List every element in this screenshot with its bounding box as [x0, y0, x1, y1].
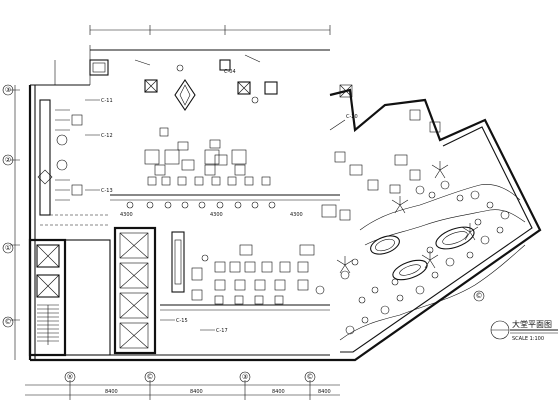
- stair-core: [28, 238, 111, 357]
- drawing-title: 大堂平面图: [512, 319, 552, 329]
- drawing-title-block: 大堂平面图 SCALE 1:100: [490, 319, 558, 342]
- callout-label: C-12: [101, 133, 113, 139]
- dim-label: 4300: [120, 212, 133, 218]
- grid-bubble-label: ®: [67, 373, 74, 381]
- elevator-block: [113, 226, 185, 355]
- top-fixtures: [89, 54, 278, 111]
- callout-label: C-15: [176, 318, 188, 324]
- grid-bubble-label: ③: [5, 86, 11, 94]
- lounge-seating: [144, 127, 247, 176]
- grid-bubble-label: ©: [476, 292, 483, 300]
- callout-label: C-20: [346, 114, 358, 120]
- callout-label: C-04: [224, 69, 236, 75]
- callout-labels: C-11 C-12 C-13 C-15 C-17 C-20 C-04: [101, 69, 358, 334]
- left-column-details: [37, 99, 110, 226]
- grid-bubble-label: ©: [5, 318, 12, 326]
- callout-leaders: [85, 99, 346, 331]
- dim-label: 8400: [318, 389, 331, 395]
- callout-label: C-13: [101, 188, 113, 194]
- callout-label: C-11: [101, 98, 113, 104]
- grid-bubble-label: ②: [5, 156, 11, 164]
- lower-seating: [191, 244, 325, 305]
- exterior-walls: [28, 45, 542, 362]
- grid-bubbles-bottom: ® © ③ ©: [64, 371, 316, 383]
- dim-label: 8400: [105, 389, 118, 395]
- grid-bubbles-left: ③ ② ① ©: [2, 84, 14, 328]
- drawing-scale: SCALE 1:100: [512, 336, 544, 342]
- grid-bubble-label: ①: [5, 244, 11, 252]
- grid-bubble-label: ©: [307, 373, 314, 381]
- grid-bubble-label: ©: [147, 373, 154, 381]
- garden-wing: [321, 84, 526, 341]
- dim-label: 4300: [210, 212, 223, 218]
- grid-bubble-right: ©: [473, 290, 485, 302]
- dim-label: 8400: [190, 389, 203, 395]
- dimension-lines: [10, 25, 340, 400]
- grid-bubble-label: ③: [242, 373, 248, 381]
- dimension-labels: 8400 8400 8400 8400 4300 4300 4300: [105, 212, 331, 395]
- dim-label: 4300: [290, 212, 303, 218]
- corridor-tables: [126, 176, 276, 209]
- dim-label: 8400: [272, 389, 285, 395]
- callout-label: C-17: [216, 328, 228, 334]
